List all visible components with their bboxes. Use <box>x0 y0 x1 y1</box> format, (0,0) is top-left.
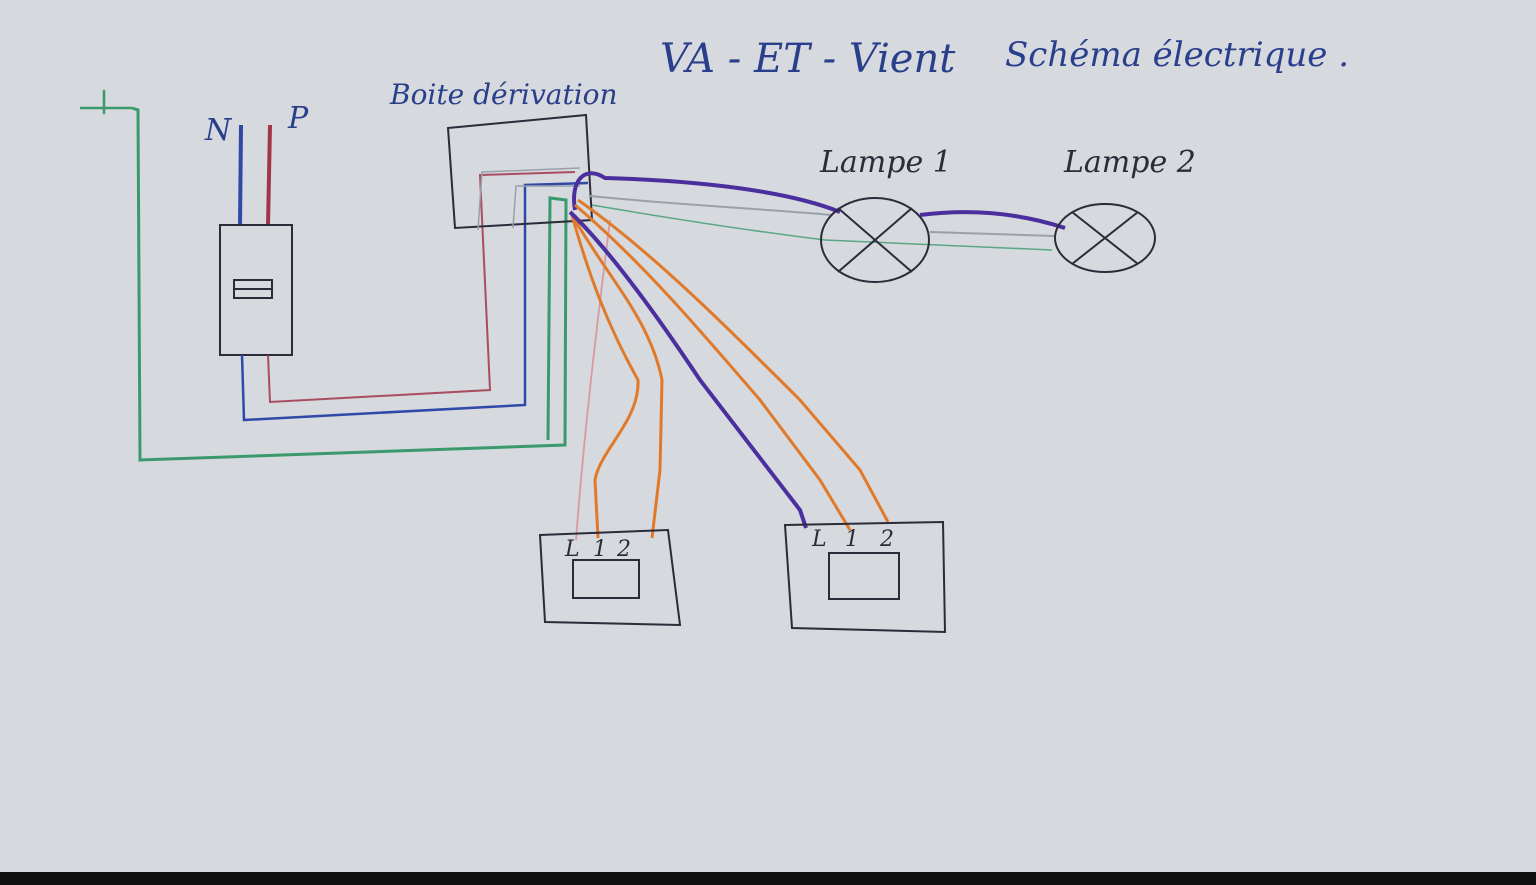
label-lamp-2: Lampe 2 <box>1063 145 1196 180</box>
switch-right-terminal-l: L <box>811 527 827 552</box>
switch-right <box>783 520 947 634</box>
label-junction-box: Boite dérivation <box>389 78 618 111</box>
traveller-1-right <box>574 203 852 531</box>
bridge-wire-purple <box>919 210 1066 230</box>
switch-left-terminal-1: 1 <box>593 537 607 562</box>
title-sub: Schéma électrique . <box>1005 35 1349 75</box>
switch-right-rocker <box>828 552 900 600</box>
traveller-1-left <box>570 214 640 539</box>
traveller-2-right <box>577 198 890 523</box>
bottom-edge <box>0 872 1536 885</box>
switch-right-terminal-1: 1 <box>845 527 859 552</box>
switch-left-terminal-l: L <box>564 537 580 562</box>
earth-wire <box>131 106 568 462</box>
label-lamp-1: Lampe 1 <box>819 145 952 180</box>
phase-wire-to-box <box>267 171 576 404</box>
junction-box-inner-wire <box>477 167 581 231</box>
return-wire-lamp1 <box>572 171 841 214</box>
junction-box-inner-wire-2 <box>512 185 580 229</box>
breaker <box>219 224 293 356</box>
lamp-2 <box>1054 203 1156 273</box>
switch-left-rocker <box>572 559 640 599</box>
lamp-1 <box>820 197 930 283</box>
neutral-wire-top <box>238 124 243 227</box>
bridge-wire-grey <box>929 231 1056 237</box>
label-neutral: N <box>204 113 233 148</box>
earth-symbol <box>80 90 132 114</box>
neutral-wire-lamps <box>589 195 833 216</box>
phase-wire-top <box>266 124 272 227</box>
traveller-2-left <box>573 219 664 539</box>
earth-wire-lamps <box>591 204 1053 251</box>
switch-left <box>538 528 682 627</box>
switch-right-terminal-2: 2 <box>879 527 894 552</box>
return-wire-switch-right <box>568 210 808 529</box>
label-phase: P <box>287 101 309 136</box>
neutral-wire-to-box <box>240 181 589 422</box>
switch-left-terminal-2: 2 <box>616 537 631 562</box>
title-main: VA - ET - Vient <box>660 36 956 82</box>
